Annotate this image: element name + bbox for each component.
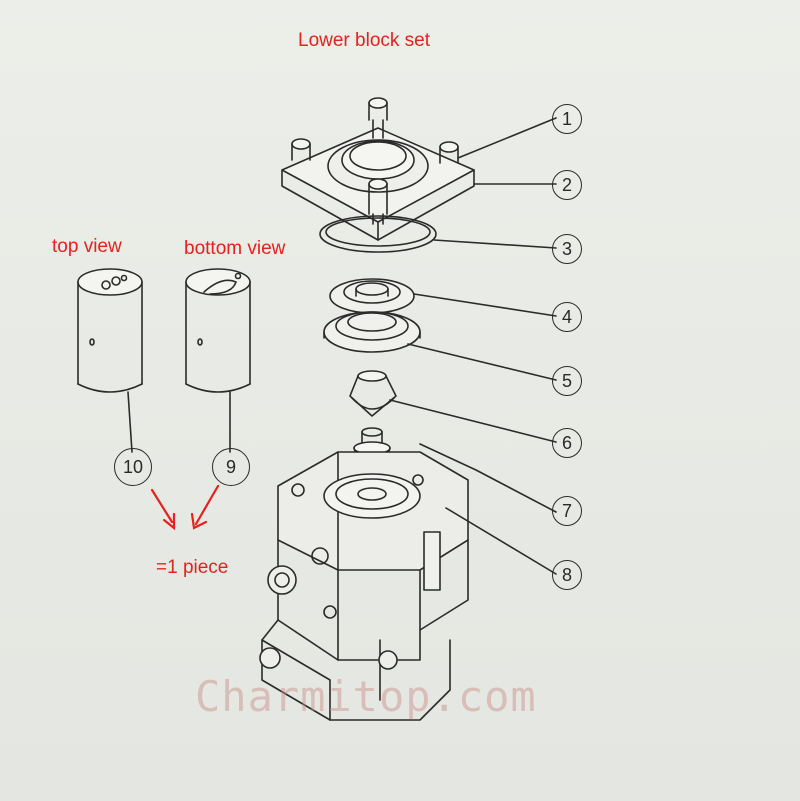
callout-6: 6 [552, 428, 582, 458]
red-arrows [150, 484, 220, 531]
o-ring-part [319, 215, 557, 253]
diagram-title: Lower block set [298, 30, 431, 51]
callout-7: 7 [552, 496, 582, 526]
callout-2: 2 [552, 170, 582, 200]
cylinder-top-view-part [77, 268, 143, 453]
flange-plate-part [281, 97, 557, 241]
callout-8: 8 [552, 560, 582, 590]
bottom-view-label: bottom view [184, 238, 286, 259]
callout-10: 10 [114, 448, 152, 486]
callout-9: 9 [212, 448, 250, 486]
callout-4: 4 [552, 302, 582, 332]
top-view-label: top view [52, 236, 122, 257]
watermark: Charmitop.com [195, 672, 537, 721]
upper-washer-part [329, 278, 557, 317]
seal-washer-part [323, 311, 557, 381]
callout-1: 1 [552, 104, 582, 134]
main-block-part [259, 451, 557, 721]
one-piece-label: =1 piece [156, 557, 229, 578]
callout-3: 3 [552, 234, 582, 264]
cylinder-bottom-view-part [185, 268, 251, 453]
cone-part [349, 370, 557, 443]
callout-5: 5 [552, 366, 582, 396]
